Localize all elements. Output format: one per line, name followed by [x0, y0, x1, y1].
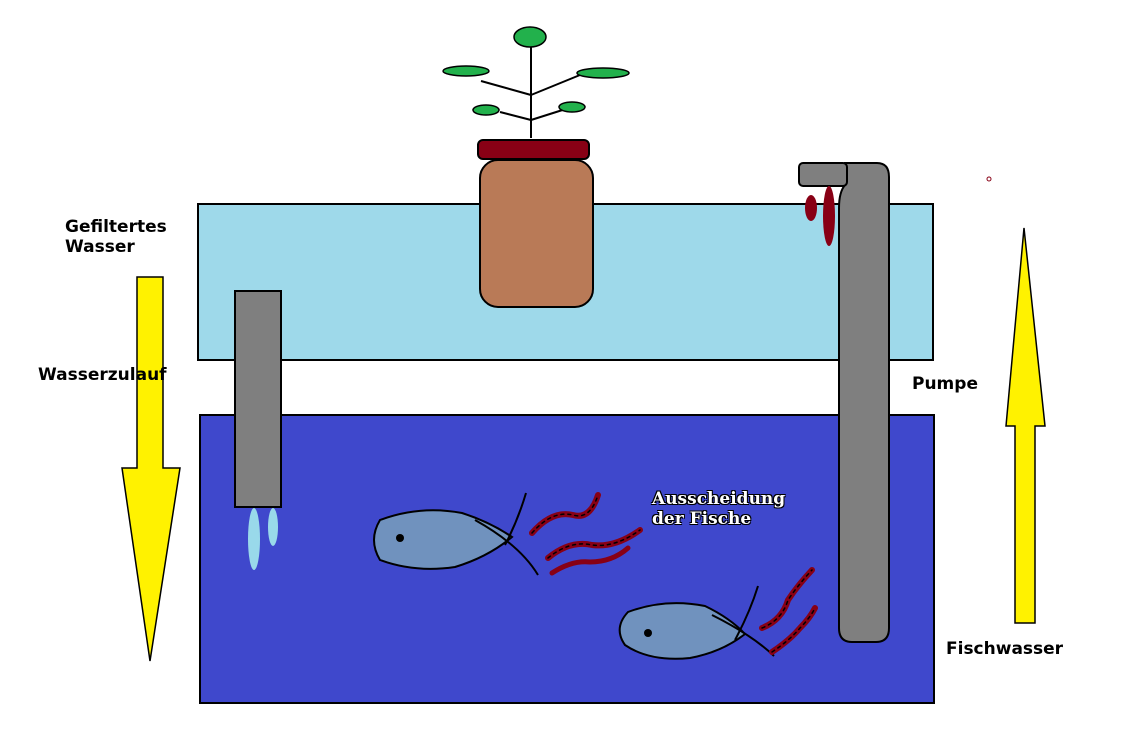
pump-spout [798, 162, 848, 187]
label-pump: Pumpe [912, 374, 978, 394]
flower-pot-icon [477, 139, 594, 308]
fish-tank [199, 414, 935, 704]
droplet-icon [268, 508, 278, 546]
label-fish-excretion: Ausscheidung der Fische [652, 489, 786, 529]
label-excretion-line1: Ausscheidung [652, 489, 786, 509]
waste-icon [759, 567, 818, 655]
label-excretion-line2: der Fische [652, 508, 752, 529]
waste-icon [529, 492, 643, 576]
label-filtered-water-line2: Wasser [65, 236, 135, 257]
arrow-up-icon [1005, 227, 1046, 624]
fish-icon [618, 585, 775, 660]
drain-pipe [234, 290, 282, 508]
droplet-icon [248, 508, 260, 570]
stray-dot [986, 176, 992, 182]
arrow-down-icon [121, 276, 181, 662]
waste-drop [823, 186, 835, 246]
label-filtered-water-line1: Gefiltertes [65, 217, 167, 237]
pump-pipe [838, 162, 890, 643]
waste-drop [805, 195, 817, 221]
label-filtered-water: Gefiltertes Wasser [65, 217, 167, 257]
label-fish-water: Fischwasser [946, 639, 1064, 659]
plant-icon [442, 26, 630, 138]
fish-icon [373, 492, 539, 576]
label-water-inflow: Wasserzulauf [38, 365, 167, 385]
